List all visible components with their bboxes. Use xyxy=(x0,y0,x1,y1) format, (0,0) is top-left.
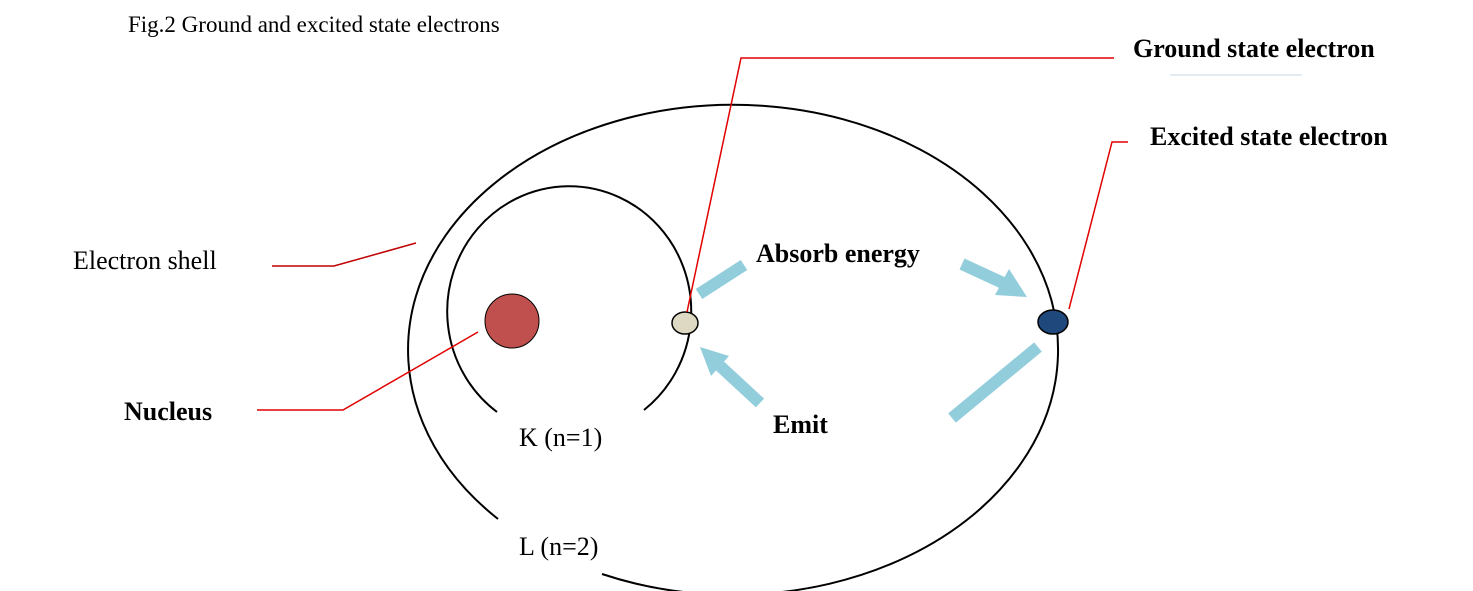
emit-arrow-icon xyxy=(700,342,1042,423)
ground-state-electron xyxy=(671,311,699,335)
shell-l-orbit xyxy=(407,103,1060,591)
absorb-arrow-icon xyxy=(695,258,1027,300)
shell-k-label: K (n=1) xyxy=(519,423,602,452)
ground-state-leader xyxy=(686,57,1114,313)
shell-l-label: L (n=2) xyxy=(519,532,598,561)
nucleus-label: Nucleus xyxy=(124,397,212,426)
excited-state-leader xyxy=(1068,141,1128,310)
emit-label: Emit xyxy=(773,410,828,439)
nucleus-leader xyxy=(257,331,479,411)
figure-title: Fig.2 Ground and excited state electrons xyxy=(128,12,500,37)
excited-state-label: Excited state electron xyxy=(1150,122,1388,151)
electron-shell-label: Electron shell xyxy=(73,246,217,275)
ground-state-label: Ground state electron xyxy=(1133,34,1375,63)
shell-k-orbit xyxy=(446,185,693,413)
excited-state-electron xyxy=(1037,309,1069,335)
electron-shell-leader xyxy=(272,242,417,267)
nucleus xyxy=(484,293,540,349)
absorb-energy-label: Absorb energy xyxy=(756,239,920,268)
